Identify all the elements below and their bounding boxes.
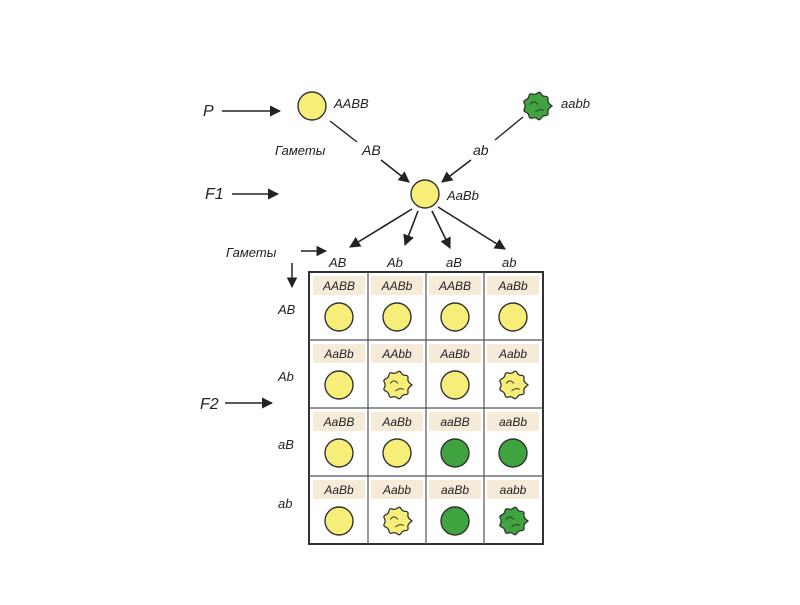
green-wrinkled-pea-shape [523,91,554,121]
punnett-cell: Aabb [371,480,423,536]
row-gamete-2: Ab [277,369,294,384]
cell-genotype: Aabb [382,483,411,497]
smooth-pea-icon [440,438,470,468]
line-left-parent-to-gamete [329,120,358,143]
arrow-gamete-to-f1-left [380,159,410,183]
wrinkled-pea-icon [499,370,530,400]
punnett-cell: AaBb [313,344,365,400]
arrow-gamete-to-f1-right [441,159,472,183]
arrow-f1-to-gamete-4 [437,206,506,250]
label-f2: F2 [200,396,219,413]
wrinkled-pea-icon [383,370,414,400]
cell-genotype: AaBb [497,279,528,293]
column-gamete-4: ab [502,255,516,270]
cell-header-band [429,276,481,295]
smooth-pea-icon [440,302,470,332]
cell-header-band [371,480,423,499]
punnett-cell: AABB [429,276,481,332]
smooth-pea-icon [382,302,412,332]
label-f1: F1 [205,186,224,203]
row-gamete-4: ab [278,496,292,511]
smooth-pea-icon [324,302,354,332]
cell-header-band [429,412,481,431]
f1-genotype: AaBb [446,188,479,203]
cell-genotype: AABB [322,279,355,293]
cell-header-band [487,344,539,363]
punnett-cell: AaBB [313,412,365,468]
parent-right-gamete: ab [473,142,489,158]
smooth-pea-icon [440,506,470,536]
cell-header-band [429,480,481,499]
cell-genotype: AaBb [439,347,470,361]
line-right-parent-to-gamete [494,116,524,141]
punnett-cell: AABB [313,276,365,332]
smooth-pea-icon [324,506,354,536]
cell-header-band [371,344,423,363]
parent-left-genotype: AABB [333,96,369,111]
arrow-f1-to-gamete-2 [403,210,419,247]
cell-genotype: AaBb [323,347,354,361]
cell-header-band [313,412,365,431]
column-gamete-1: AB [328,255,347,270]
cell-genotype: AaBb [323,483,354,497]
cell-header-band [371,412,423,431]
punnett-cell: aaBb [429,480,481,536]
row-gamete-1: AB [277,302,296,317]
punnett-cell: AaBb [371,412,423,468]
cell-header-band [487,480,539,499]
punnett-cell: Aabb [487,344,539,400]
gametes-label-mid: Гаметы [226,245,277,260]
cell-header-band [313,480,365,499]
smooth-pea-icon [382,438,412,468]
cell-genotype: aabb [500,483,527,497]
f1-yellow-pea [410,179,440,209]
smooth-pea-icon [440,370,470,400]
column-gamete-3: aB [446,255,462,270]
parent-yellow-pea [297,91,327,121]
parent-right-genotype: aabb [561,96,590,111]
smooth-pea-icon [324,438,354,468]
smooth-pea-icon [498,438,528,468]
gametes-label-top: Гаметы [275,143,326,158]
punnett-cell: AaBb [487,276,539,332]
cell-genotype: aaBb [499,415,527,429]
row-gamete-3: aB [278,437,294,452]
cell-header-band [313,276,365,295]
smooth-pea-icon [498,302,528,332]
punnett-cell: AABb [371,276,423,332]
wrinkled-pea-icon [383,506,414,536]
column-gamete-2: Ab [386,255,403,270]
cell-genotype: AAbb [381,347,412,361]
punnett-row-headers: AB Ab aB ab [277,302,296,511]
label-p: P [203,103,214,120]
cell-header-band [487,276,539,295]
punnett-cell: AAbb [371,344,423,400]
punnett-column-headers: AB Ab aB ab [328,255,516,270]
parent-green-wrinkled-pea [523,91,554,121]
arrow-f1-to-gamete-1 [349,208,413,248]
parent-left-gamete: AB [361,142,381,158]
cell-genotype: AABB [438,279,471,293]
smooth-pea-icon [324,370,354,400]
cell-genotype: AaBB [323,415,355,429]
cell-header-band [371,276,423,295]
cell-genotype: Aabb [498,347,527,361]
cell-header-band [487,412,539,431]
cell-genotype: aaBb [441,483,469,497]
cell-header-band [313,344,365,363]
wrinkled-pea-icon [499,506,530,536]
punnett-cell: aabb [487,480,539,536]
cell-genotype: AaBb [381,415,412,429]
punnett-cell: aaBB [429,412,481,468]
cell-header-band [429,344,481,363]
cell-genotype: AABb [381,279,413,293]
punnett-cell: AaBb [313,480,365,536]
punnett-cell: AaBb [429,344,481,400]
punnett-cell: aaBb [487,412,539,468]
cell-genotype: aaBB [440,415,469,429]
arrow-f1-to-gamete-3 [431,210,451,250]
